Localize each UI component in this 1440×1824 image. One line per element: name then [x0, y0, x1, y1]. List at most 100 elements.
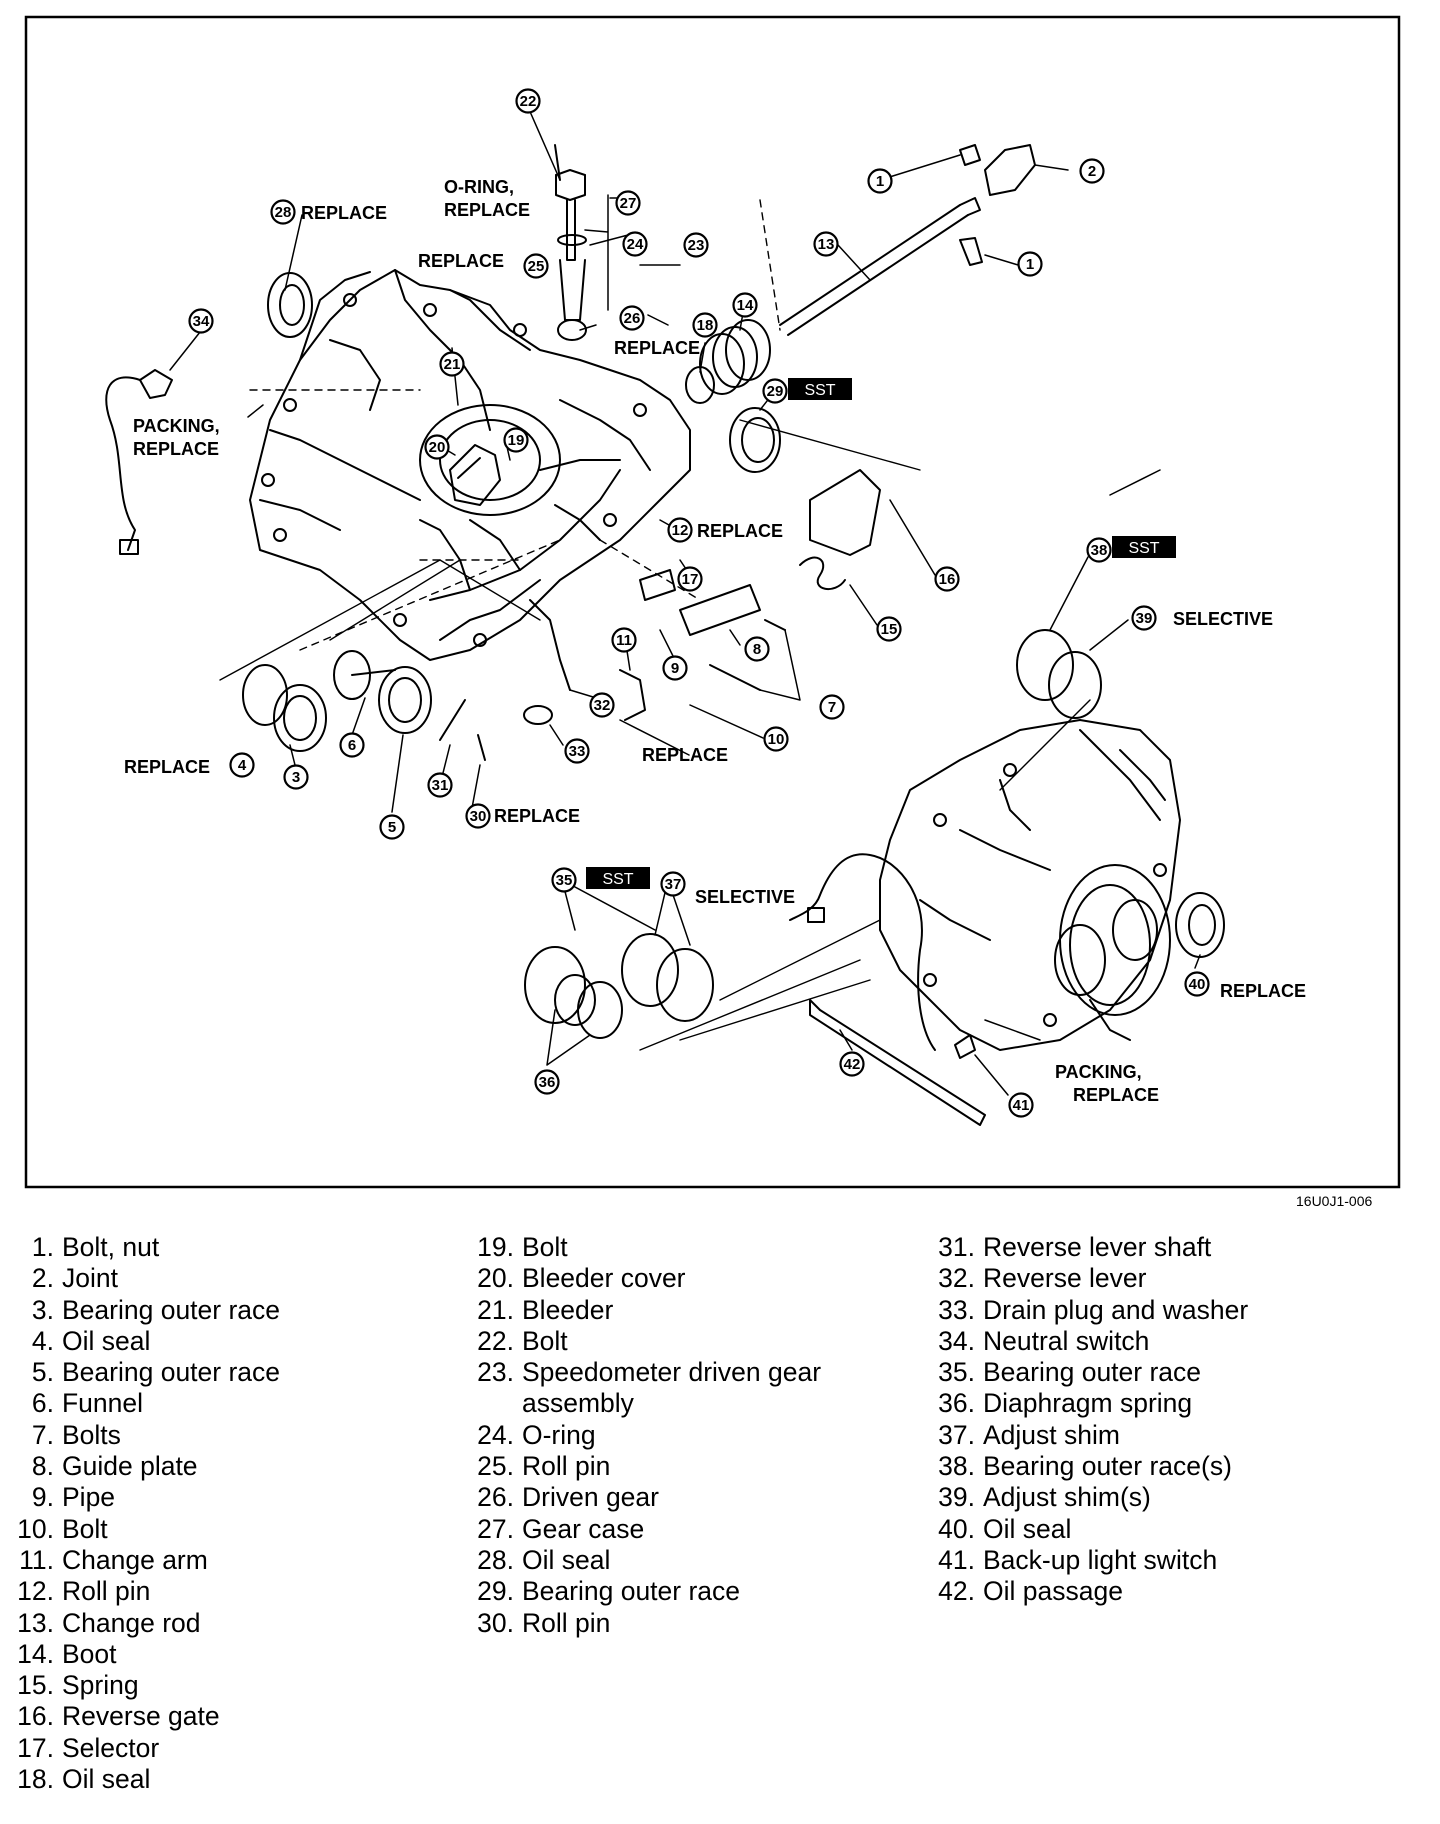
exploded-transaxle-diagram: SST SST SST 1 1 2 3 4 5 6 7 8 9 10 11 12… — [24, 15, 1401, 1189]
legend-item-number: 18. — [17, 1764, 54, 1795]
callout-6: 6 — [339, 732, 365, 758]
svg-text:39: 39 — [1136, 610, 1153, 627]
legend-item-number: 17. — [17, 1732, 54, 1763]
legend-item: 12.Roll pin — [12, 1576, 280, 1607]
svg-text:7: 7 — [828, 699, 836, 716]
legend-item-text: Bearing outer race — [62, 1357, 281, 1388]
legend-item-text: Selector — [62, 1732, 160, 1763]
legend-item: 42.Oil passage — [933, 1576, 1248, 1607]
svg-text:21: 21 — [444, 356, 461, 373]
figure-code: 16U0J1-006 — [1296, 1193, 1373, 1209]
svg-text:42: 42 — [844, 1056, 861, 1073]
svg-text:35: 35 — [556, 872, 573, 889]
legend-item: 32.Reverse lever — [933, 1263, 1248, 1294]
legend-item-text: Bolt — [62, 1513, 108, 1544]
callout-25: 25 — [523, 253, 549, 279]
legend-item-text: Joint — [62, 1263, 118, 1294]
legend-item: 20.Bleeder cover — [472, 1263, 821, 1294]
sst-badge-35 — [586, 867, 650, 889]
callout-2: 2 — [1079, 158, 1105, 184]
legend-item: 17. Selector — [12, 1733, 280, 1764]
legend-item-text: Oil seal — [522, 1544, 611, 1575]
legend-item-text: Oil seal — [62, 1764, 151, 1795]
note-replace: REPLACE — [494, 806, 580, 826]
legend-item-text: Bearing outer race — [522, 1576, 741, 1607]
callout-36: 36 — [534, 1069, 560, 1095]
callout-30: 30 — [465, 803, 491, 829]
svg-text:12: 12 — [672, 522, 689, 539]
legend-item: 34.Neutral switch — [933, 1326, 1248, 1357]
callout-7: 7 — [819, 694, 845, 720]
legend-item: 27.Gear case — [472, 1514, 821, 1545]
oil-seal-4-drawing — [242, 664, 288, 726]
callout-40: 40 — [1184, 971, 1210, 997]
legend-item-text: Bearing outer race(s) — [983, 1451, 1232, 1482]
svg-text:6: 6 — [348, 737, 356, 754]
svg-text:24: 24 — [627, 236, 644, 253]
legend-item: 5.Bearing outer race — [12, 1357, 280, 1388]
svg-text:31: 31 — [432, 777, 449, 794]
legend-item-text: Change rod — [62, 1607, 201, 1638]
svg-text:41: 41 — [1013, 1097, 1030, 1114]
legend-item-number: 40. — [938, 1513, 975, 1544]
svg-text:9: 9 — [671, 660, 679, 677]
legend-item-text: Diaphragm spring — [983, 1388, 1193, 1419]
callout-1: 1 — [1017, 251, 1043, 277]
legend-item: 33.Drain plug and washer — [933, 1295, 1248, 1326]
legend-item-number: 21. — [477, 1294, 514, 1325]
oil-passage-drawing — [809, 999, 986, 1126]
legend-item: 23.Speedometer driven gear assembly — [472, 1357, 821, 1420]
callout-37: 37 — [660, 871, 686, 897]
legend-item-text: Oil seal — [62, 1325, 151, 1356]
note-selective: SELECTIVE — [1173, 609, 1273, 629]
callout-16: 16 — [934, 566, 960, 592]
legend-item-number: 16. — [17, 1701, 54, 1732]
svg-text:SST: SST — [804, 382, 835, 399]
svg-text:15: 15 — [881, 621, 898, 638]
svg-text:4: 4 — [238, 757, 247, 774]
callout-42: 42 — [839, 1051, 865, 1077]
svg-text:1: 1 — [876, 173, 884, 190]
callout-12: 12 — [667, 517, 693, 543]
legend-item-text: Bolt — [522, 1325, 568, 1356]
callout-34: 34 — [188, 308, 214, 334]
change-rod-drawing — [779, 197, 981, 336]
legend-item-number: 4. — [31, 1325, 54, 1356]
legend-item-number: 20. — [477, 1263, 514, 1294]
svg-text:33: 33 — [569, 743, 586, 760]
legend-item: 9.Pipe — [12, 1482, 280, 1513]
legend-item-number: 27. — [477, 1513, 514, 1544]
legend-item-number: 42. — [938, 1576, 975, 1607]
callout-18: 18 — [692, 312, 718, 338]
legend-item-text: Bearing outer race — [983, 1357, 1202, 1388]
bearing-race-38-drawing — [1016, 629, 1074, 701]
legend-item: 40.Oil seal — [933, 1514, 1248, 1545]
note-replace: REPLACE — [418, 251, 504, 271]
legend-item-number: 35. — [938, 1357, 975, 1388]
svg-text:19: 19 — [508, 432, 525, 449]
svg-text:30: 30 — [470, 808, 487, 825]
transaxle-case-drawing — [879, 719, 1181, 1051]
legend-item: 18. Oil seal — [12, 1764, 280, 1795]
legend-item-number: 15. — [17, 1670, 54, 1701]
callout-15: 15 — [876, 616, 902, 642]
legend-item: 10.Bolt — [12, 1514, 280, 1545]
svg-text:16: 16 — [939, 571, 956, 588]
legend-item-number: 37. — [938, 1419, 975, 1450]
svg-text:40: 40 — [1189, 976, 1206, 993]
callout-13: 13 — [813, 231, 839, 257]
note-packing-replace: PACKING, — [133, 416, 220, 436]
callout-38: 38 — [1086, 537, 1112, 563]
legend-item-text: Bolt, nut — [62, 1232, 160, 1262]
legend-item-number: 36. — [938, 1388, 975, 1419]
svg-text:1: 1 — [1026, 256, 1034, 273]
callout-22: 22 — [515, 88, 541, 114]
callout-39: 39 — [1131, 605, 1157, 631]
legend-item-text: Speedometer driven gear assembly — [522, 1357, 822, 1419]
reverse-gate-drawing — [809, 469, 881, 556]
legend-item: 26.Driven gear — [472, 1482, 821, 1513]
legend-item: 8.Guide plate — [12, 1451, 280, 1482]
callout-8: 8 — [744, 636, 770, 662]
